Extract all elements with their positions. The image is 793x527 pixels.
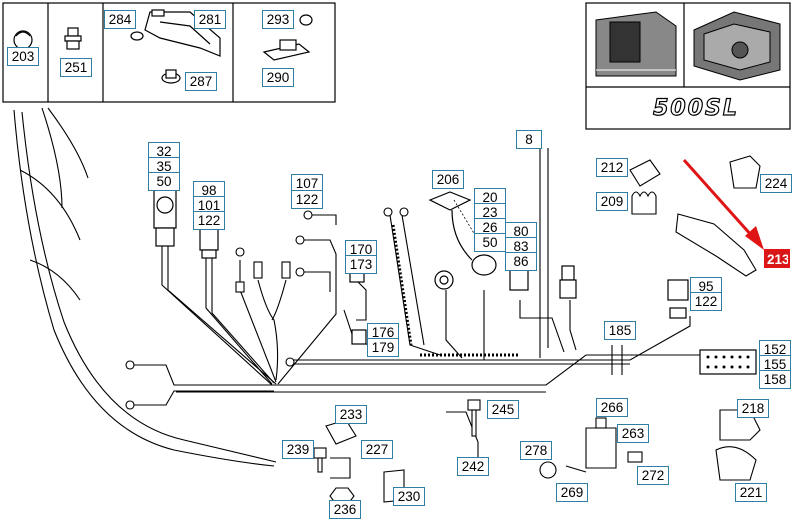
part-label-8[interactable]: 8 xyxy=(516,130,542,149)
part-label-224[interactable]: 224 xyxy=(760,174,792,193)
harness-wires xyxy=(130,148,700,406)
relay-part-icon xyxy=(262,14,313,61)
part-label-203[interactable]: 203 xyxy=(7,47,39,66)
part-label-50a[interactable]: 50 xyxy=(148,172,180,191)
part-label-221[interactable]: 221 xyxy=(735,483,767,502)
part-label-242[interactable]: 242 xyxy=(457,457,489,476)
grommet-part-icon xyxy=(64,27,82,50)
part-label-284[interactable]: 284 xyxy=(104,10,136,29)
part-label-269[interactable]: 269 xyxy=(556,483,588,502)
part-label-23[interactable]: 23 xyxy=(474,203,506,222)
part-label-179[interactable]: 179 xyxy=(367,338,399,357)
part-label-50b[interactable]: 50 xyxy=(474,233,506,252)
part-label-158[interactable]: 158 xyxy=(759,370,791,389)
part-label-287[interactable]: 287 xyxy=(185,72,217,91)
part-label-281[interactable]: 281 xyxy=(194,10,226,29)
part-label-101[interactable]: 101 xyxy=(193,196,225,215)
part-label-86[interactable]: 86 xyxy=(505,252,537,271)
part-label-213-highlighted[interactable]: 213 xyxy=(764,249,790,268)
plug-connector-icon xyxy=(199,227,219,259)
clip-part-icon xyxy=(13,30,33,50)
part-label-218[interactable]: 218 xyxy=(737,399,769,418)
part-label-230[interactable]: 230 xyxy=(393,487,425,506)
part-label-122a[interactable]: 122 xyxy=(193,211,225,230)
part-label-206[interactable]: 206 xyxy=(432,170,464,189)
highlight-arrow xyxy=(682,158,764,250)
part-label-245[interactable]: 245 xyxy=(487,400,519,419)
engine-inset-box xyxy=(585,2,791,130)
part-label-251[interactable]: 251 xyxy=(60,58,92,77)
part-label-98[interactable]: 98 xyxy=(193,181,225,200)
car-body-icon xyxy=(595,11,677,77)
part-label-107[interactable]: 107 xyxy=(291,174,323,193)
part-label-272[interactable]: 272 xyxy=(637,466,669,485)
terminal-block-icon xyxy=(667,279,757,375)
part-label-35[interactable]: 35 xyxy=(148,157,180,176)
part-label-266[interactable]: 266 xyxy=(596,398,628,417)
part-label-122c[interactable]: 122 xyxy=(690,292,722,311)
hardware-parts-icons xyxy=(313,399,643,505)
model-logo: 500SL xyxy=(652,95,739,121)
part-label-233[interactable]: 233 xyxy=(335,405,367,424)
parts-inset-box xyxy=(2,2,336,103)
part-label-212[interactable]: 212 xyxy=(596,158,628,177)
bracket-part-icon xyxy=(130,9,221,84)
part-label-290[interactable]: 290 xyxy=(262,68,294,87)
terminal-icons xyxy=(125,207,409,410)
part-label-209[interactable]: 209 xyxy=(596,192,628,211)
part-label-95[interactable]: 95 xyxy=(690,277,722,296)
part-label-122b[interactable]: 122 xyxy=(291,190,323,209)
part-label-278[interactable]: 278 xyxy=(520,441,552,460)
part-label-236[interactable]: 236 xyxy=(329,500,361,519)
harness-tape xyxy=(391,224,520,357)
car-body-outline xyxy=(13,107,277,467)
part-label-293[interactable]: 293 xyxy=(262,10,294,29)
engine-icon xyxy=(693,11,781,81)
part-label-185[interactable]: 185 xyxy=(604,321,636,340)
cover-parts-icons xyxy=(629,155,761,481)
part-label-227[interactable]: 227 xyxy=(361,440,393,459)
part-label-170[interactable]: 170 xyxy=(345,240,377,259)
part-label-263[interactable]: 263 xyxy=(617,424,649,443)
part-label-239[interactable]: 239 xyxy=(282,440,314,459)
part-label-173[interactable]: 173 xyxy=(345,255,377,274)
round-connector-icon xyxy=(153,187,177,247)
part-label-152[interactable]: 152 xyxy=(759,340,791,359)
part-label-155[interactable]: 155 xyxy=(759,355,791,374)
